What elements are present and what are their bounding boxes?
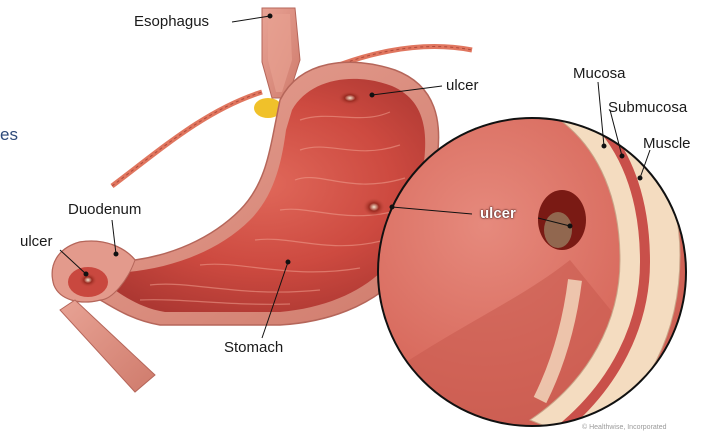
image-credit: © Healthwise, Incorporated	[582, 424, 667, 431]
ulcer-top-mark	[338, 91, 362, 105]
label-ulcer-left: ulcer	[20, 234, 53, 249]
label-ulcer-top: ulcer	[446, 78, 479, 93]
vessel-left	[112, 92, 262, 186]
label-submucosa: Submucosa	[608, 100, 687, 115]
ulcer-center-mark	[363, 198, 385, 216]
label-mucosa: Mucosa	[573, 66, 626, 81]
label-duodenum: Duodenum	[68, 202, 141, 217]
label-stomach: Stomach	[224, 340, 283, 355]
label-esophagus: Esophagus	[134, 14, 209, 29]
partial-heading-text: es	[0, 126, 18, 143]
label-muscle: Muscle	[643, 136, 691, 151]
label-ulcer-center: ulcer	[480, 206, 516, 221]
